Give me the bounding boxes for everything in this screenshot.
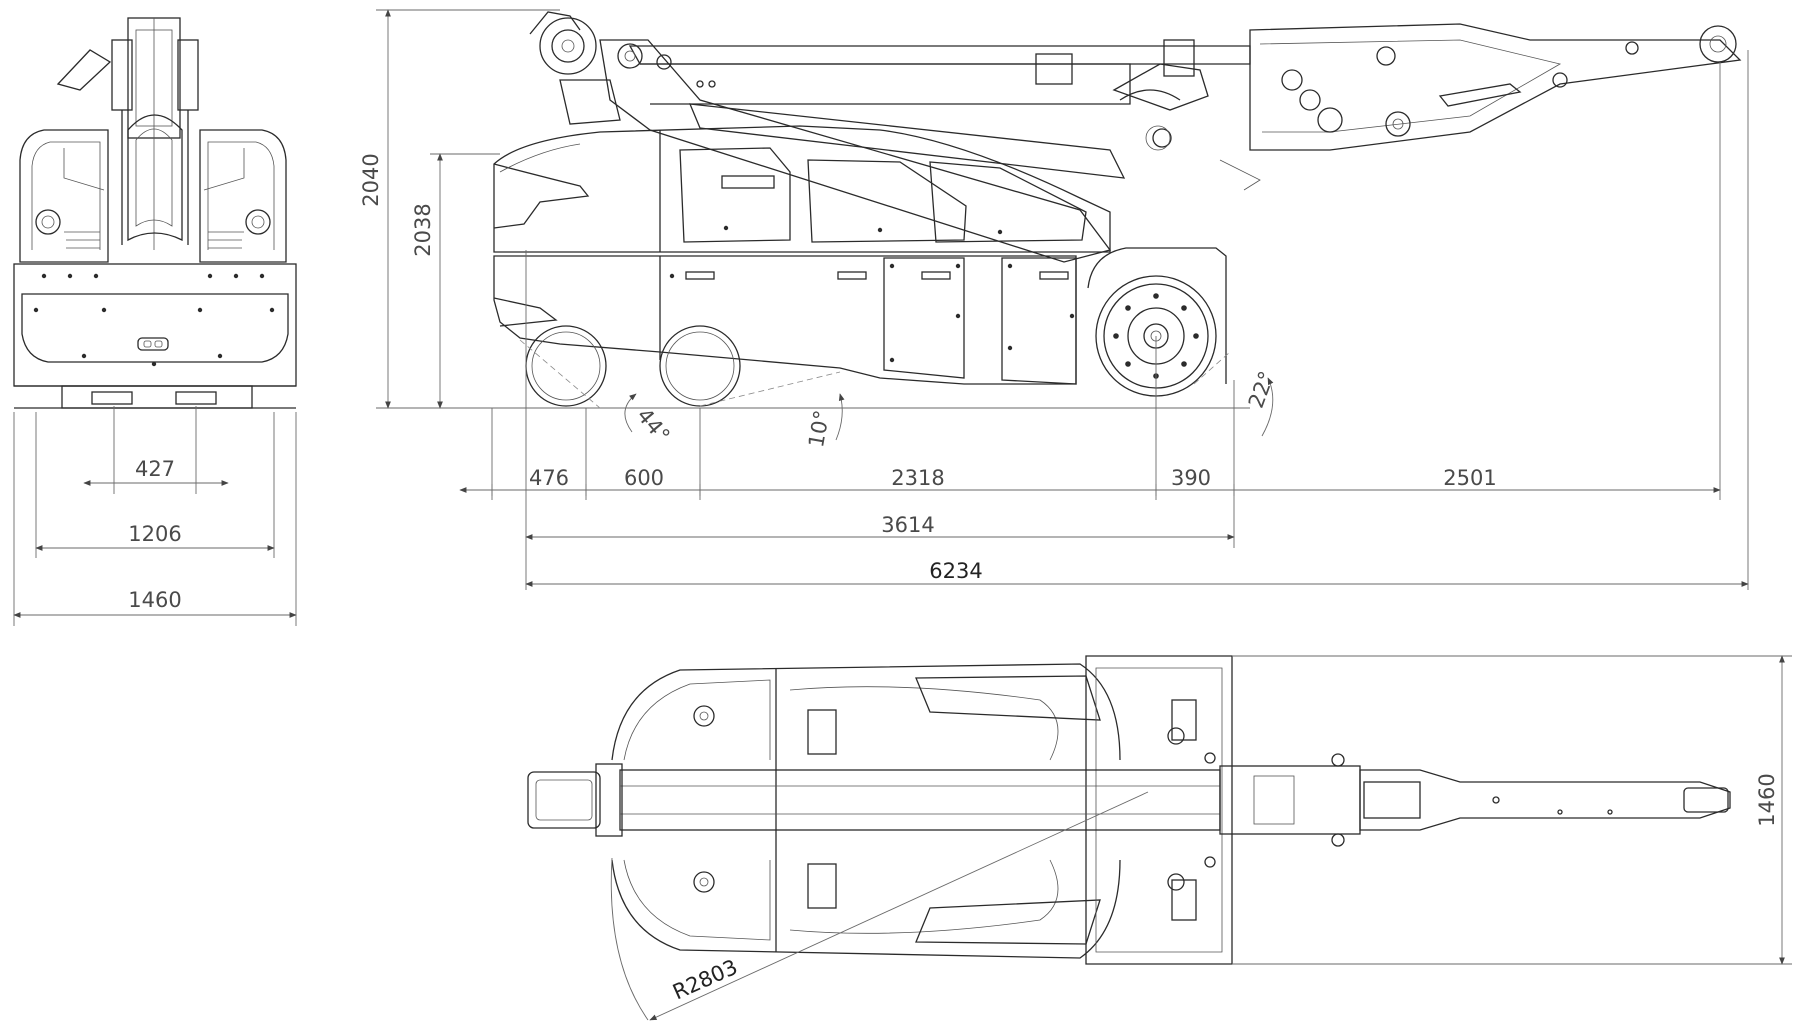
dim-height-total: 2040 — [359, 153, 383, 206]
side-boom — [628, 23, 1742, 191]
side-column — [529, 11, 1171, 263]
angle-ramp: 10° — [804, 408, 834, 449]
dim-total-length: 6234 — [929, 559, 982, 583]
top-width-dimension: 1460 — [1232, 655, 1792, 965]
dim-front-overhang: 476 — [529, 466, 569, 490]
top-view: R2803 1460 — [527, 655, 1792, 1021]
side-hull — [493, 255, 1077, 385]
top-slew-radius: R2803 — [610, 791, 1149, 1021]
front-dimensions: 427 1206 1460 — [13, 406, 297, 626]
dim-base-length: 3614 — [881, 513, 934, 537]
side-vertical-dimensions: 2040 2038 — [359, 9, 560, 409]
dim-boom-overhang: 2501 — [1443, 466, 1496, 490]
side-body — [493, 125, 1111, 253]
dim-track-outer: 1206 — [128, 522, 181, 546]
dim-front-width: 1460 — [128, 588, 181, 612]
dim-track-gap: 427 — [135, 457, 175, 481]
dim-wheelbase: 2318 — [891, 466, 944, 490]
front-body — [19, 129, 287, 263]
side-horizontal-dimensions: 476 600 2318 390 2501 3614 6234 — [459, 50, 1749, 590]
side-view: 44° 10° 22° 2040 2038 — [359, 9, 1749, 590]
dim-rear-track: 390 — [1171, 466, 1211, 490]
front-chassis — [13, 263, 297, 409]
side-wheels — [525, 247, 1227, 407]
dim-height-body: 2038 — [411, 203, 435, 256]
dim-slew-radius: R2803 — [669, 955, 741, 1005]
front-mast — [56, 17, 199, 250]
angle-approach: 44° — [632, 404, 674, 448]
front-view: 427 1206 1460 — [13, 17, 297, 626]
top-boom — [527, 753, 1731, 847]
dim-track-front: 600 — [624, 466, 664, 490]
dim-top-width: 1460 — [1755, 773, 1779, 826]
angle-departure: 22° — [1244, 368, 1279, 411]
top-hull — [611, 655, 1233, 965]
